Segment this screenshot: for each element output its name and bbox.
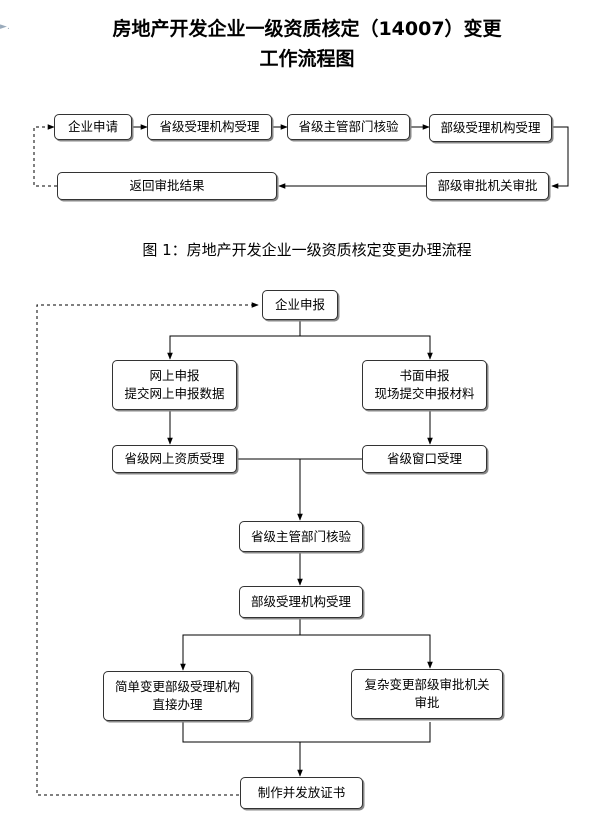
f1-step-ministry-accept: 部级受理机构受理 bbox=[429, 114, 552, 142]
f2-ministry-accept: 部级受理机构受理 bbox=[239, 586, 363, 618]
f2-issue-certificate: 制作并发放证书 bbox=[240, 777, 363, 809]
f2-online-line1: 网上申报 bbox=[149, 368, 200, 383]
f2-apply: 企业申报 bbox=[262, 290, 338, 320]
f1-step-provincial-review: 省级主管部门核验 bbox=[287, 114, 410, 140]
arrow-apply-to-paper bbox=[300, 335, 433, 360]
f2-simple-line1: 简单变更部级受理机构 bbox=[114, 679, 240, 694]
page-title-line2: 工作流程图 bbox=[259, 48, 355, 70]
f1-step-provincial-accept: 省级受理机构受理 bbox=[147, 114, 272, 140]
arrow-ministry-to-simple bbox=[180, 618, 301, 671]
f2-complex-change: 复杂变更部级审批机关 审批 bbox=[351, 669, 503, 719]
f1-step-return-result: 返回审批结果 bbox=[57, 172, 277, 200]
f2-simple-change: 简单变更部级受理机构 直接办理 bbox=[103, 671, 252, 721]
f1-step-apply: 企业申请 bbox=[54, 114, 132, 140]
f2-provincial-review: 省级主管部门核验 bbox=[239, 521, 363, 552]
f2-complex-line2: 审批 bbox=[414, 695, 440, 710]
f2-paper-line2: 现场提交申报材料 bbox=[374, 386, 475, 401]
f2-online-accept: 省级网上资质受理 bbox=[112, 445, 237, 473]
f2-online-apply: 网上申报 提交网上申报数据 bbox=[112, 360, 237, 410]
figure1-caption: 图 1：房地产开发企业一级资质核定变更办理流程 bbox=[142, 241, 472, 259]
arrow-ministry-to-approve bbox=[551, 126, 569, 189]
f2-window-accept: 省级窗口受理 bbox=[362, 445, 487, 473]
f1-step-ministry-approve: 部级审批机关审批 bbox=[426, 172, 549, 200]
f2-online-line2: 提交网上申报数据 bbox=[124, 386, 225, 401]
arrow-ministry-to-complex bbox=[300, 634, 433, 669]
f2-complex-line1: 复杂变更部级审批机关 bbox=[364, 677, 490, 692]
corner-mark-icon: ►․ bbox=[0, 22, 10, 32]
f2-paper-apply: 书面申报 现场提交申报材料 bbox=[362, 360, 487, 410]
arrow-return-loop bbox=[33, 124, 57, 187]
f2-simple-line2: 直接办理 bbox=[152, 697, 203, 712]
arrow-apply-to-online bbox=[167, 320, 301, 360]
arrow-issue-loop bbox=[36, 302, 259, 796]
f2-paper-line1: 书面申报 bbox=[399, 368, 450, 383]
merge-line-branches bbox=[182, 722, 431, 743]
page-title-line1: 房地产开发企业一级资质核定（14007）变更 bbox=[112, 18, 502, 40]
